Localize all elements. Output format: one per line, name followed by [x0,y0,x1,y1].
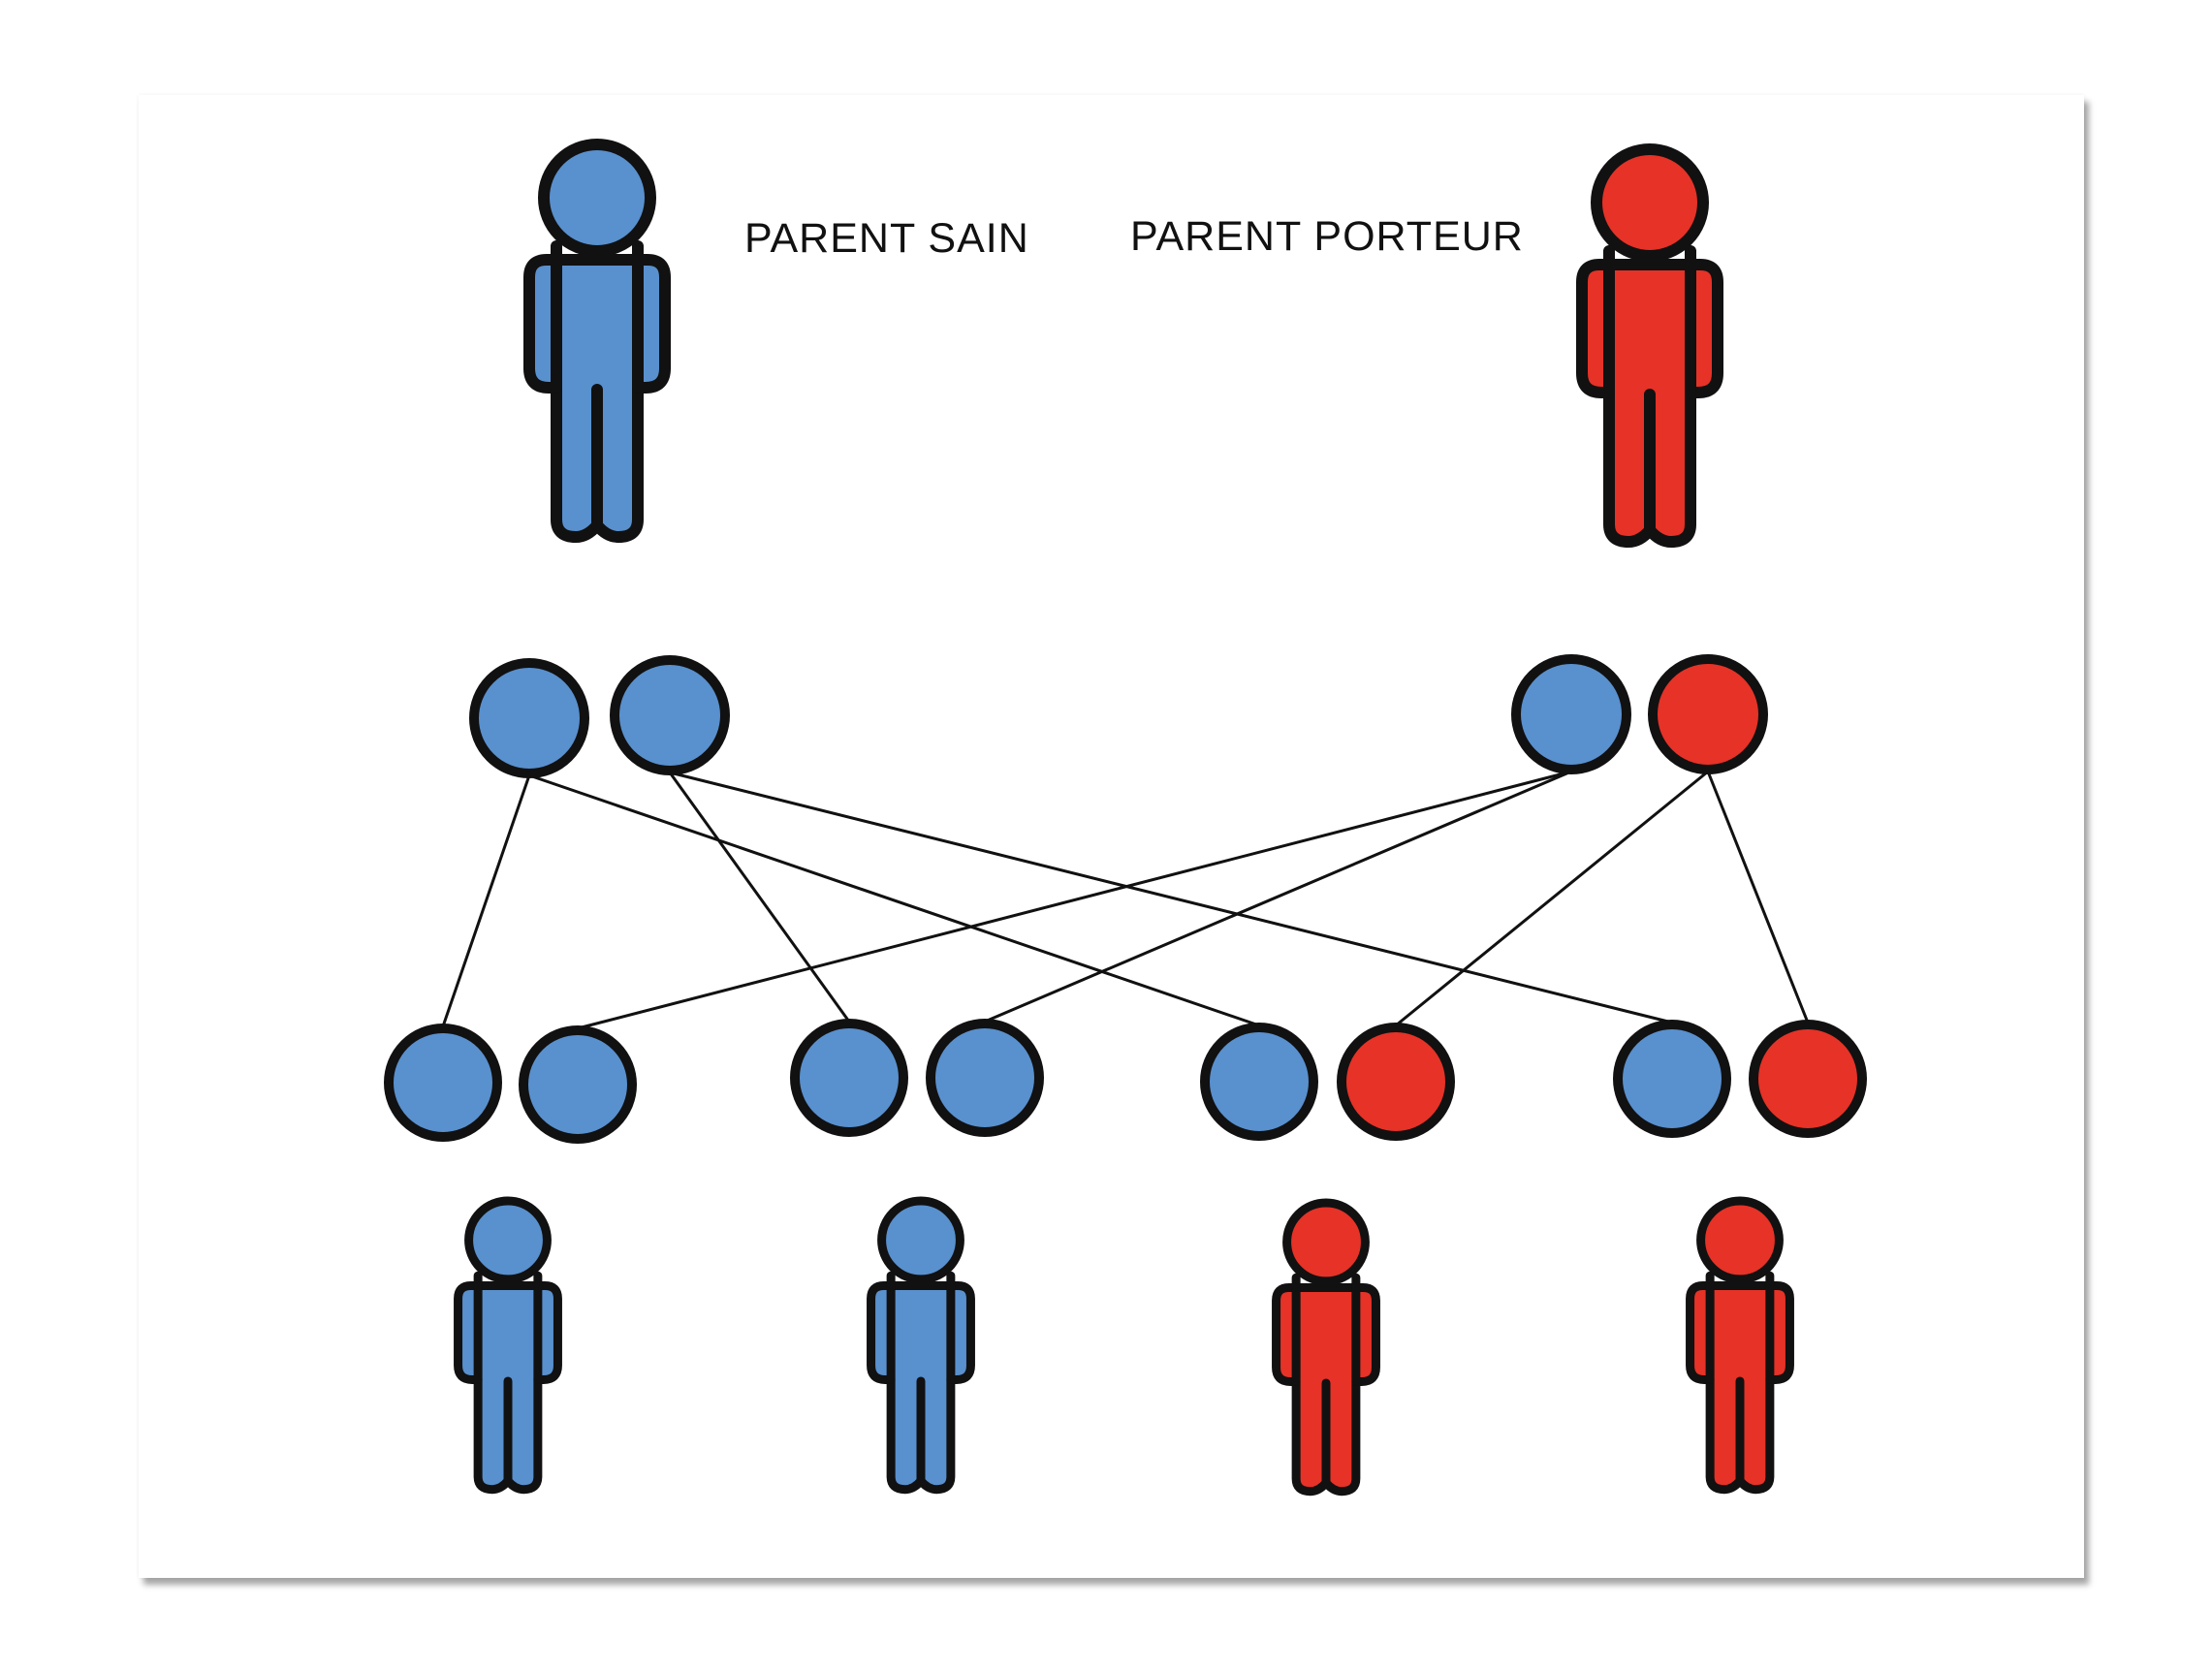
parent-allele-parent-sain-1 [469,658,589,778]
person-limb-lines [1291,1273,1361,1488]
parent-allele-parent-porteur-2 [1648,654,1768,774]
child-figure-1 [458,1196,558,1490]
carrier-parent-label: PARENT PORTEUR [1130,213,1524,260]
person-limb-lines [1603,245,1696,536]
child-allele-3-1 [1200,1023,1318,1141]
person-limb-lines [1705,1271,1775,1486]
child-figure-4 [1691,1196,1790,1490]
child-allele-3-2 [1337,1023,1455,1141]
child-allele-2-2 [926,1019,1044,1137]
parent-figure-parent-porteur [1582,143,1718,542]
person-head [464,1196,552,1284]
inheritance-line [668,772,851,1023]
inheritance-line [1395,770,1709,1027]
person-limb-lines [551,240,644,531]
person-limb-lines [473,1271,543,1486]
person-head [1696,1196,1784,1284]
child-allele-4-1 [1613,1020,1731,1138]
inheritance-line [669,771,1673,1024]
parent-allele-parent-porteur-1 [1511,654,1631,774]
person-head [538,139,656,257]
person-head [877,1196,964,1284]
parent-allele-parent-sain-2 [610,655,730,775]
inheritance-line [984,770,1572,1024]
person-limb-lines [886,1271,956,1486]
person-head [1282,1198,1370,1286]
child-allele-1-2 [519,1025,637,1144]
person-head [1591,143,1709,262]
child-figure-3 [1277,1198,1376,1492]
inheritance-lines [441,770,1810,1030]
parent-figure-parent-sain [529,139,665,537]
child-allele-4-2 [1749,1020,1867,1138]
inheritance-line [528,773,1260,1027]
inheritance-line [441,774,531,1027]
healthy-parent-label: PARENT SAIN [744,215,1029,262]
inheritance-line [577,770,1572,1030]
child-allele-2-1 [790,1019,908,1137]
child-figure-2 [871,1196,971,1490]
child-allele-1-1 [384,1024,502,1142]
inheritance-line [1706,771,1810,1024]
